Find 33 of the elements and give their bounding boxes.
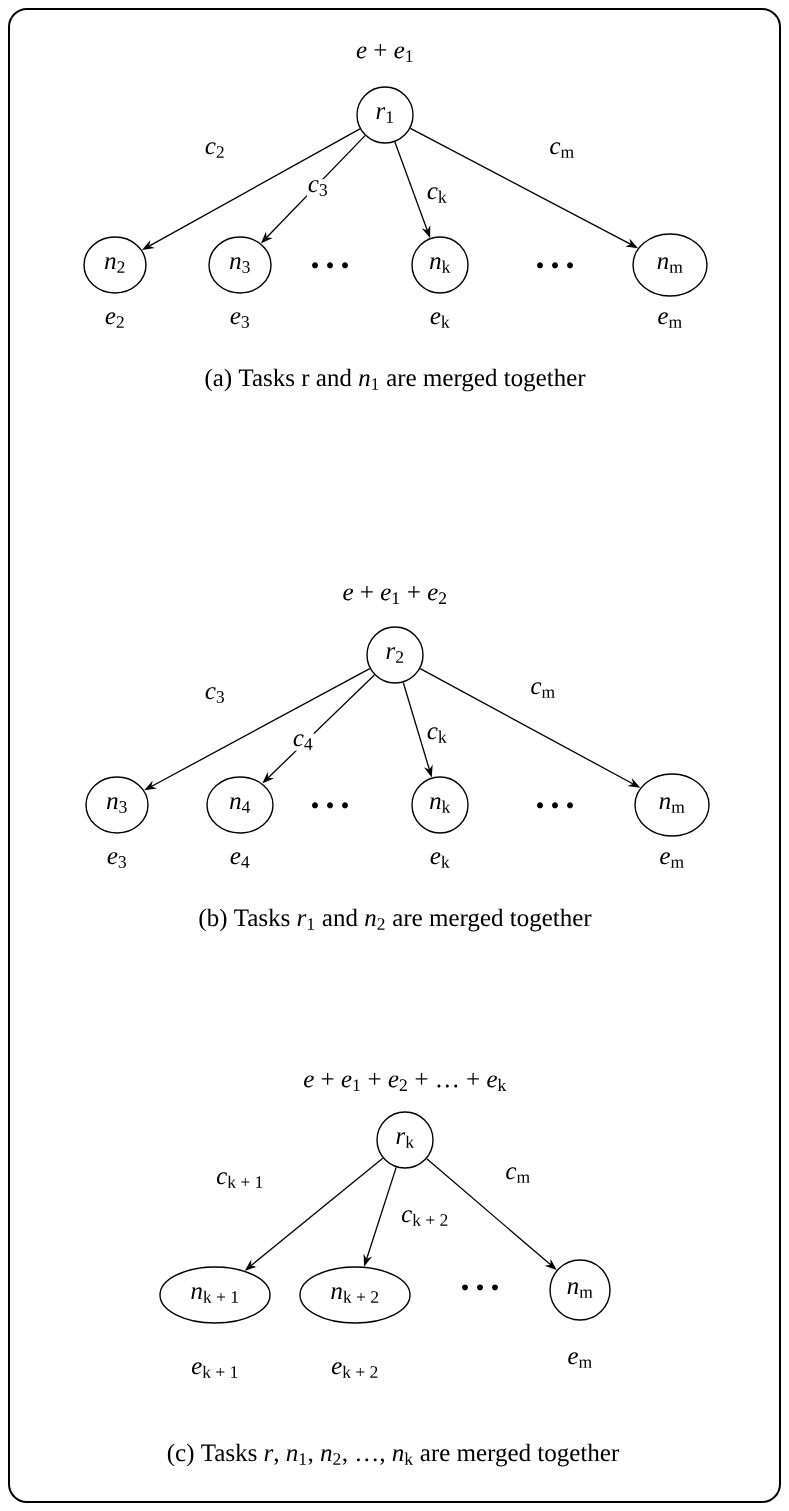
edge-label: c$_{m}$: [506, 1167, 530, 1183]
caption: (b) Tasks r$_{1}$ and n$_{2}$ are merged together: [199, 908, 592, 932]
cost-label: e$_{k}$: [430, 312, 450, 328]
cost-label: e + e$_{1}$: [356, 44, 413, 62]
ellipsis: • • •: [312, 262, 348, 269]
edge-label: c$_{k + 2}$: [401, 1210, 448, 1226]
edge-label: c$_{m}$: [550, 142, 574, 158]
cost-label: e$_{3}$: [230, 312, 249, 328]
ellipsis: • • •: [312, 802, 348, 809]
edge-label: c$_{3}$: [205, 687, 224, 703]
edge-label: c$_{2}$: [205, 142, 224, 158]
cost-label: e + e$_{1}$ + e$_{2}$: [343, 586, 447, 604]
edge-label: c$_{k}$: [427, 187, 447, 203]
cost-label: e + e$_{1}$ + e$_{2}$ + … + e$_{k}$: [304, 1073, 507, 1091]
edge-label: c$_{m}$: [531, 682, 555, 698]
ellipsis: • • •: [537, 262, 573, 269]
ellipsis: • • •: [462, 1284, 498, 1291]
caption: (a) Tasks r and n$_{1}$ are merged together: [205, 368, 586, 392]
cost-label: e$_{m}$: [568, 1352, 592, 1368]
edge-label: c$_{4}$: [293, 734, 313, 750]
cost-label: e$_{k + 1}$: [191, 1362, 238, 1378]
cost-label: e$_{k + 2}$: [331, 1362, 378, 1378]
cost-label: e$_{m}$: [658, 312, 682, 328]
ellipsis: • • •: [537, 802, 573, 809]
cost-label: e$_{3}$: [107, 852, 126, 868]
cost-label: e$_{2}$: [105, 312, 124, 328]
edge-label: c$_{k + 1}$: [216, 1172, 263, 1188]
cost-label: e$_{m}$: [660, 852, 684, 868]
caption: (c) Tasks r, n$_{1}$, n$_{2}$, …, n$_{k}$ are merged together: [167, 1443, 620, 1467]
cost-label: e$_{k}$: [430, 852, 450, 868]
edge-label: c$_{k}$: [427, 727, 447, 743]
cost-label: e$_{4}$: [230, 852, 250, 868]
edge-label: c$_{3}$: [308, 180, 327, 196]
